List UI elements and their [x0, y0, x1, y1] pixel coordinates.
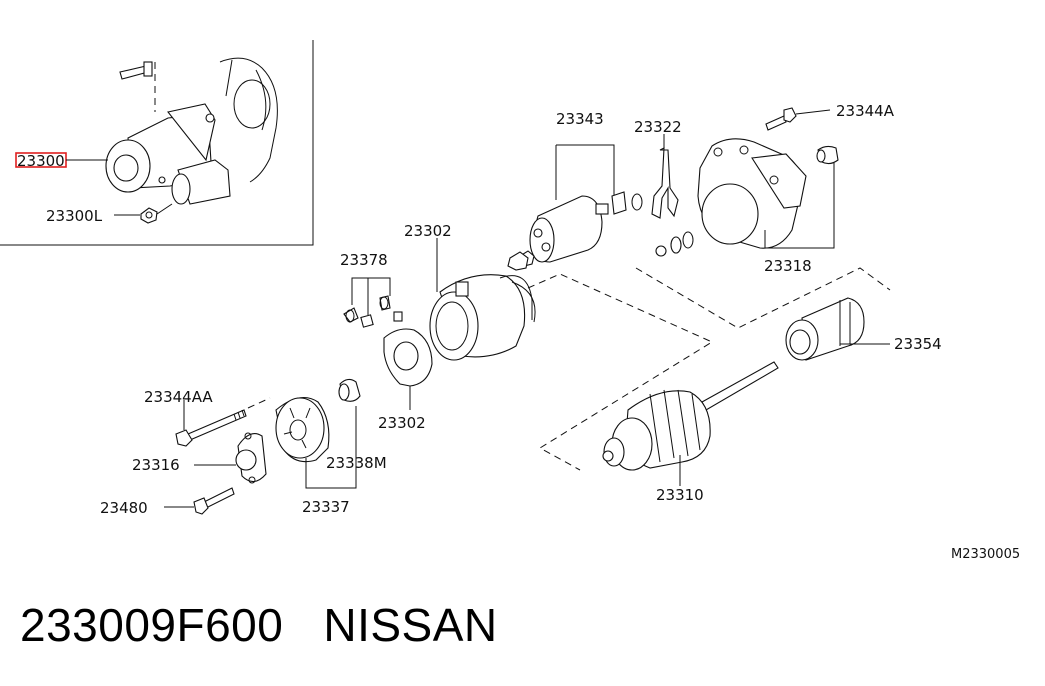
screw-bottom-part: [193, 487, 235, 515]
inset-panel: [0, 40, 314, 246]
yoke-part: [429, 251, 536, 361]
brand-name: NISSAN: [323, 599, 498, 651]
label-screw-top[interactable]: 23344A: [836, 102, 895, 120]
brush-set-part: [343, 295, 403, 328]
footer-title: 233009F600 NISSAN: [20, 598, 498, 652]
solenoid-part: [517, 191, 643, 267]
label-yoke-upper[interactable]: 23302: [404, 222, 452, 240]
label-inset-assembly[interactable]: 23300: [17, 152, 65, 170]
label-through-bolt[interactable]: 23344AA: [144, 388, 213, 406]
screw-top-part: [765, 107, 797, 131]
label-armature[interactable]: 23310: [656, 486, 704, 504]
through-bolt-part: [175, 409, 247, 447]
part-number: 233009F600: [20, 599, 284, 651]
label-solenoid[interactable]: 23343: [556, 110, 604, 128]
bushing-part: [338, 378, 361, 402]
label-cover[interactable]: 23316: [132, 456, 180, 474]
label-gear-case[interactable]: 23318: [764, 257, 812, 275]
label-brush-set[interactable]: 23378: [340, 251, 388, 269]
drawing-code: M2330005: [951, 547, 1020, 562]
label-pinion[interactable]: 23354: [894, 335, 942, 353]
cover-part: [235, 432, 267, 484]
rear-cover-part: [275, 396, 330, 463]
label-rear-cover[interactable]: 23337: [302, 498, 350, 516]
label-plate-lower[interactable]: 23302: [378, 414, 426, 432]
label-screw-bottom[interactable]: 23480: [100, 499, 148, 517]
lever-part: [651, 147, 694, 257]
armature-part: [602, 361, 779, 471]
gear-case-part: [697, 138, 839, 249]
pinion-part: [785, 297, 865, 361]
brush-plate-part: [383, 328, 433, 387]
label-lever[interactable]: 23322: [634, 118, 682, 136]
label-bushing[interactable]: 23338M: [326, 454, 387, 472]
label-inset-nut[interactable]: 23300L: [46, 207, 103, 225]
